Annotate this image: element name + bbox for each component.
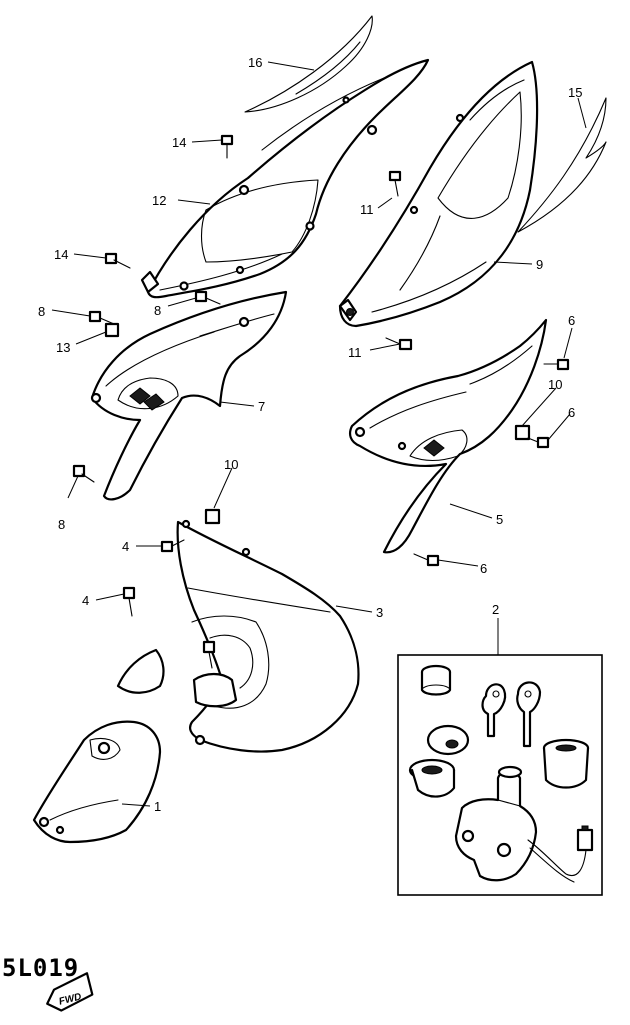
screw-8-a (88, 310, 115, 325)
callout-6-lower: 6 (480, 561, 487, 576)
part-1-front-shroud (32, 720, 162, 844)
callout-8-left: 8 (38, 304, 45, 319)
callout-6-mid: 6 (568, 405, 575, 420)
nut-10-center (204, 508, 221, 525)
callout-11-lower: 11 (348, 345, 362, 360)
fasteners (72, 134, 570, 669)
part-9-right-side-cover (338, 60, 539, 328)
part-15-trim-strip (517, 97, 607, 233)
screw-4-lower (122, 586, 136, 617)
part-16-trim-strip (244, 15, 373, 113)
callout-6-upper: 6 (568, 313, 575, 328)
part-2-key-lock-set (397, 654, 603, 896)
screw-14-upper (220, 134, 234, 159)
callout-11-upper: 11 (360, 202, 374, 217)
callout-2: 2 (492, 602, 499, 617)
screw-8-c (72, 464, 95, 483)
callout-10-center: 10 (224, 457, 238, 472)
callout-10-right: 10 (548, 377, 562, 392)
part-5-right-lower-cover (349, 318, 548, 554)
part-12-left-side-cover (140, 58, 430, 299)
part-7-left-lower-cover (90, 290, 288, 501)
callout-4-upper: 4 (122, 539, 129, 554)
callout-labels: 16 15 14 12 11 9 14 8 8 13 11 6 7 10 6 1… (38, 55, 582, 814)
callout-4-lower: 4 (82, 593, 89, 608)
callout-1: 1 (154, 799, 161, 814)
callout-9: 9 (536, 257, 543, 272)
part-3-inner-panel (116, 519, 360, 753)
leader-lines (51, 61, 587, 807)
callout-3: 3 (376, 605, 383, 620)
nut-13 (104, 322, 120, 338)
callout-16: 16 (248, 55, 262, 70)
diagram-code-stamp: 5L019 (2, 954, 79, 982)
screw-6-b (527, 436, 550, 449)
screw-6-c (413, 553, 440, 567)
stamp-code: 5L019 (2, 954, 79, 982)
callout-14-lower: 14 (54, 247, 68, 262)
screw-6-a (543, 358, 570, 371)
screw-11-lower (385, 337, 413, 351)
callout-15: 15 (568, 85, 582, 100)
screw-11-upper (388, 170, 402, 197)
callout-8-lower: 8 (58, 517, 65, 532)
callout-5: 5 (496, 512, 503, 527)
callout-14-upper: 14 (172, 135, 186, 150)
callout-8-mid: 8 (154, 303, 161, 318)
fwd-direction-arrow: FWD (46, 972, 94, 1012)
screw-8-b (194, 290, 221, 305)
fwd-label: FWD (58, 991, 83, 1007)
callout-12: 12 (152, 193, 166, 208)
nut-10-right (514, 424, 531, 441)
screw-part-3 (202, 640, 216, 669)
callout-13: 13 (56, 340, 70, 355)
callout-7: 7 (258, 399, 265, 414)
screw-14-lower (104, 252, 131, 269)
